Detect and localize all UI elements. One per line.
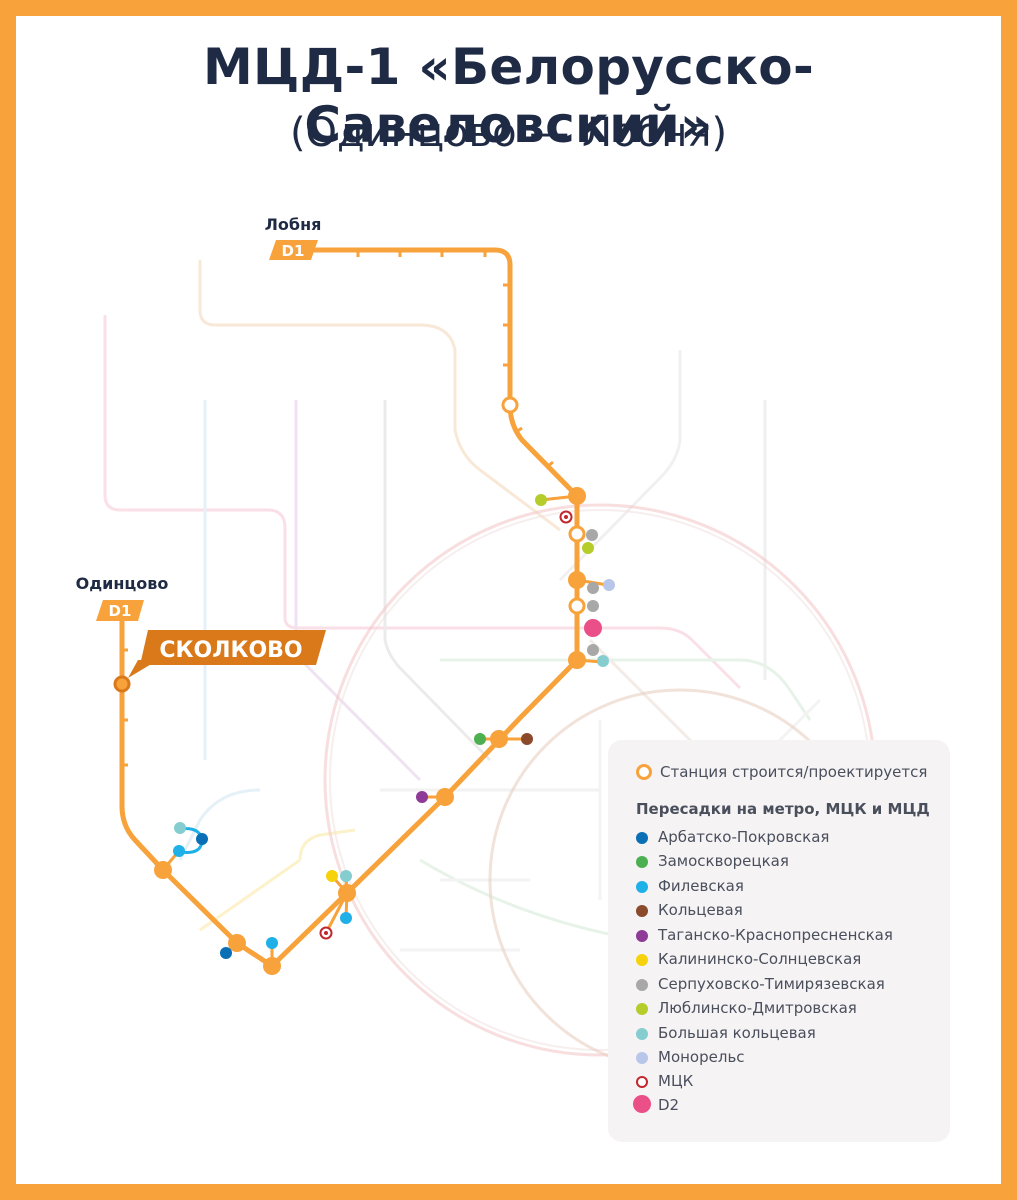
line-serpukhovsko-timiryazevskaya-icon (636, 979, 648, 991)
transfer-dots (173, 494, 615, 959)
legend-item-label: Калининско-Солнцевская (658, 950, 862, 968)
line-filevskaya-icon (636, 881, 648, 893)
construction-station-icon (636, 764, 652, 780)
d1-badge-lobnya-label: D1 (282, 242, 305, 260)
legend-item-label: Серпуховско-Тимирязевская (658, 975, 885, 993)
skolkovo-station-marker (113, 675, 131, 693)
line-koltsevaya-icon (636, 905, 648, 917)
line-arbatsko-pokrovskaya-icon (636, 832, 648, 844)
legend-item-label: Таганско-Краснопресненская (658, 926, 893, 944)
legend-item-label: D2 (658, 1096, 680, 1114)
legend-item-label: Замоскворецкая (658, 852, 789, 870)
legend-item-label: Монорельс (658, 1048, 745, 1066)
d1-badge-lobnya (269, 240, 318, 260)
legend-item-label: Большая кольцевая (658, 1024, 816, 1042)
monorail-icon (636, 1052, 648, 1064)
legend-item-label: Люблинско-Дмитровская (658, 999, 857, 1017)
mck-ring-icon (636, 1076, 648, 1088)
background-network (103, 260, 822, 952)
line-bolshaya-koltsevaya-icon (636, 1028, 648, 1040)
legend-item-label: МЦК (658, 1072, 694, 1090)
page-title: МЦД-1 «Белорусско-Савеловский» (202, 38, 814, 154)
d1-badge-odintsovo (96, 600, 144, 621)
line-zamoskvoretskaya-icon (636, 856, 648, 868)
construction-stations (501, 396, 586, 615)
line-tagansko-krasnopresnenskaya-icon (636, 930, 648, 942)
d1-badge-odintsovo-label: D1 (109, 602, 132, 620)
route-ticks (122, 250, 554, 767)
legend-item-label: Арбатско-Покровская (658, 828, 830, 846)
d1-route-line (119, 247, 580, 969)
terminus-name-lobnya: Лобня (265, 215, 322, 234)
legend-transfers-header: Пересадки на метро, МЦК и МЦД (636, 800, 930, 818)
d2-line-icon (633, 1095, 651, 1113)
mck-transfer-icons (319, 510, 573, 940)
terminus-name-odintsovo: Одинцово (76, 574, 169, 593)
route-stations (154, 487, 586, 975)
legend-item-label: Кольцевая (658, 901, 743, 919)
skolkovo-badge (140, 630, 326, 665)
page-subtitle: (Одинцово — Лобня) (289, 110, 728, 156)
legend-panel: Станция строится/проектируется Пересадки… (608, 740, 950, 1142)
skolkovo-badge-pointer (128, 660, 158, 678)
line-kalininsko-solntsevskaya-icon (636, 954, 648, 966)
legend-construction-label: Станция строится/проектируется (660, 763, 928, 781)
skolkovo-label: СКОЛКОВО (159, 638, 302, 663)
legend-item-label: Филевская (658, 877, 744, 895)
line-lyublinsko-dmitrovskaya-icon (636, 1003, 648, 1015)
